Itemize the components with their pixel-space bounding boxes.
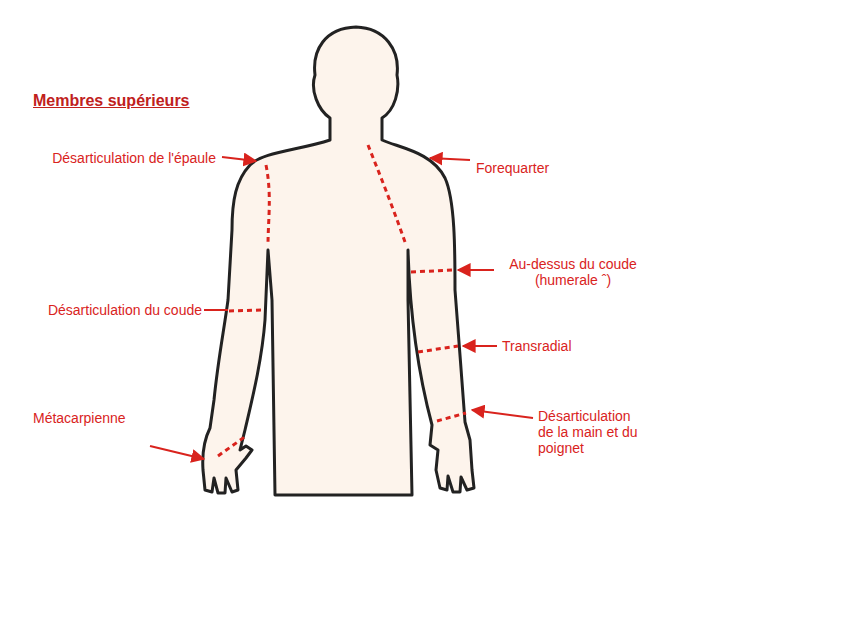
amputation-level-label: Au-dessus du coude (humerale ˆ) [498,256,648,288]
cut-line [368,145,405,242]
pointer-arrow [222,157,256,161]
diagram-title: Membres supérieurs [33,92,190,110]
amputation-level-label: Transradial [502,338,572,354]
amputation-level-label: Forequarter [476,160,549,176]
pointer-arrow [204,309,228,311]
amputation-level-label: Désarticulation du coude [48,302,202,318]
cut-line [218,436,246,456]
body-silhouette [203,27,474,495]
cut-line [266,165,269,245]
amputation-level-label: Désarticulation de l'épaule [52,150,216,166]
cut-line [437,413,466,421]
amputation-level-label: Désarticulation de la main et du poignet [538,408,646,456]
pointer-arrow [430,158,470,160]
amputation-level-label: Métacarpienne [33,410,126,426]
cut-line [411,270,454,272]
pointer-arrow [458,269,494,271]
pointer-arrow [463,345,497,347]
cut-line [229,310,264,311]
pointer-arrow [150,446,204,459]
cut-line [418,346,458,352]
pointer-arrow [472,410,533,418]
